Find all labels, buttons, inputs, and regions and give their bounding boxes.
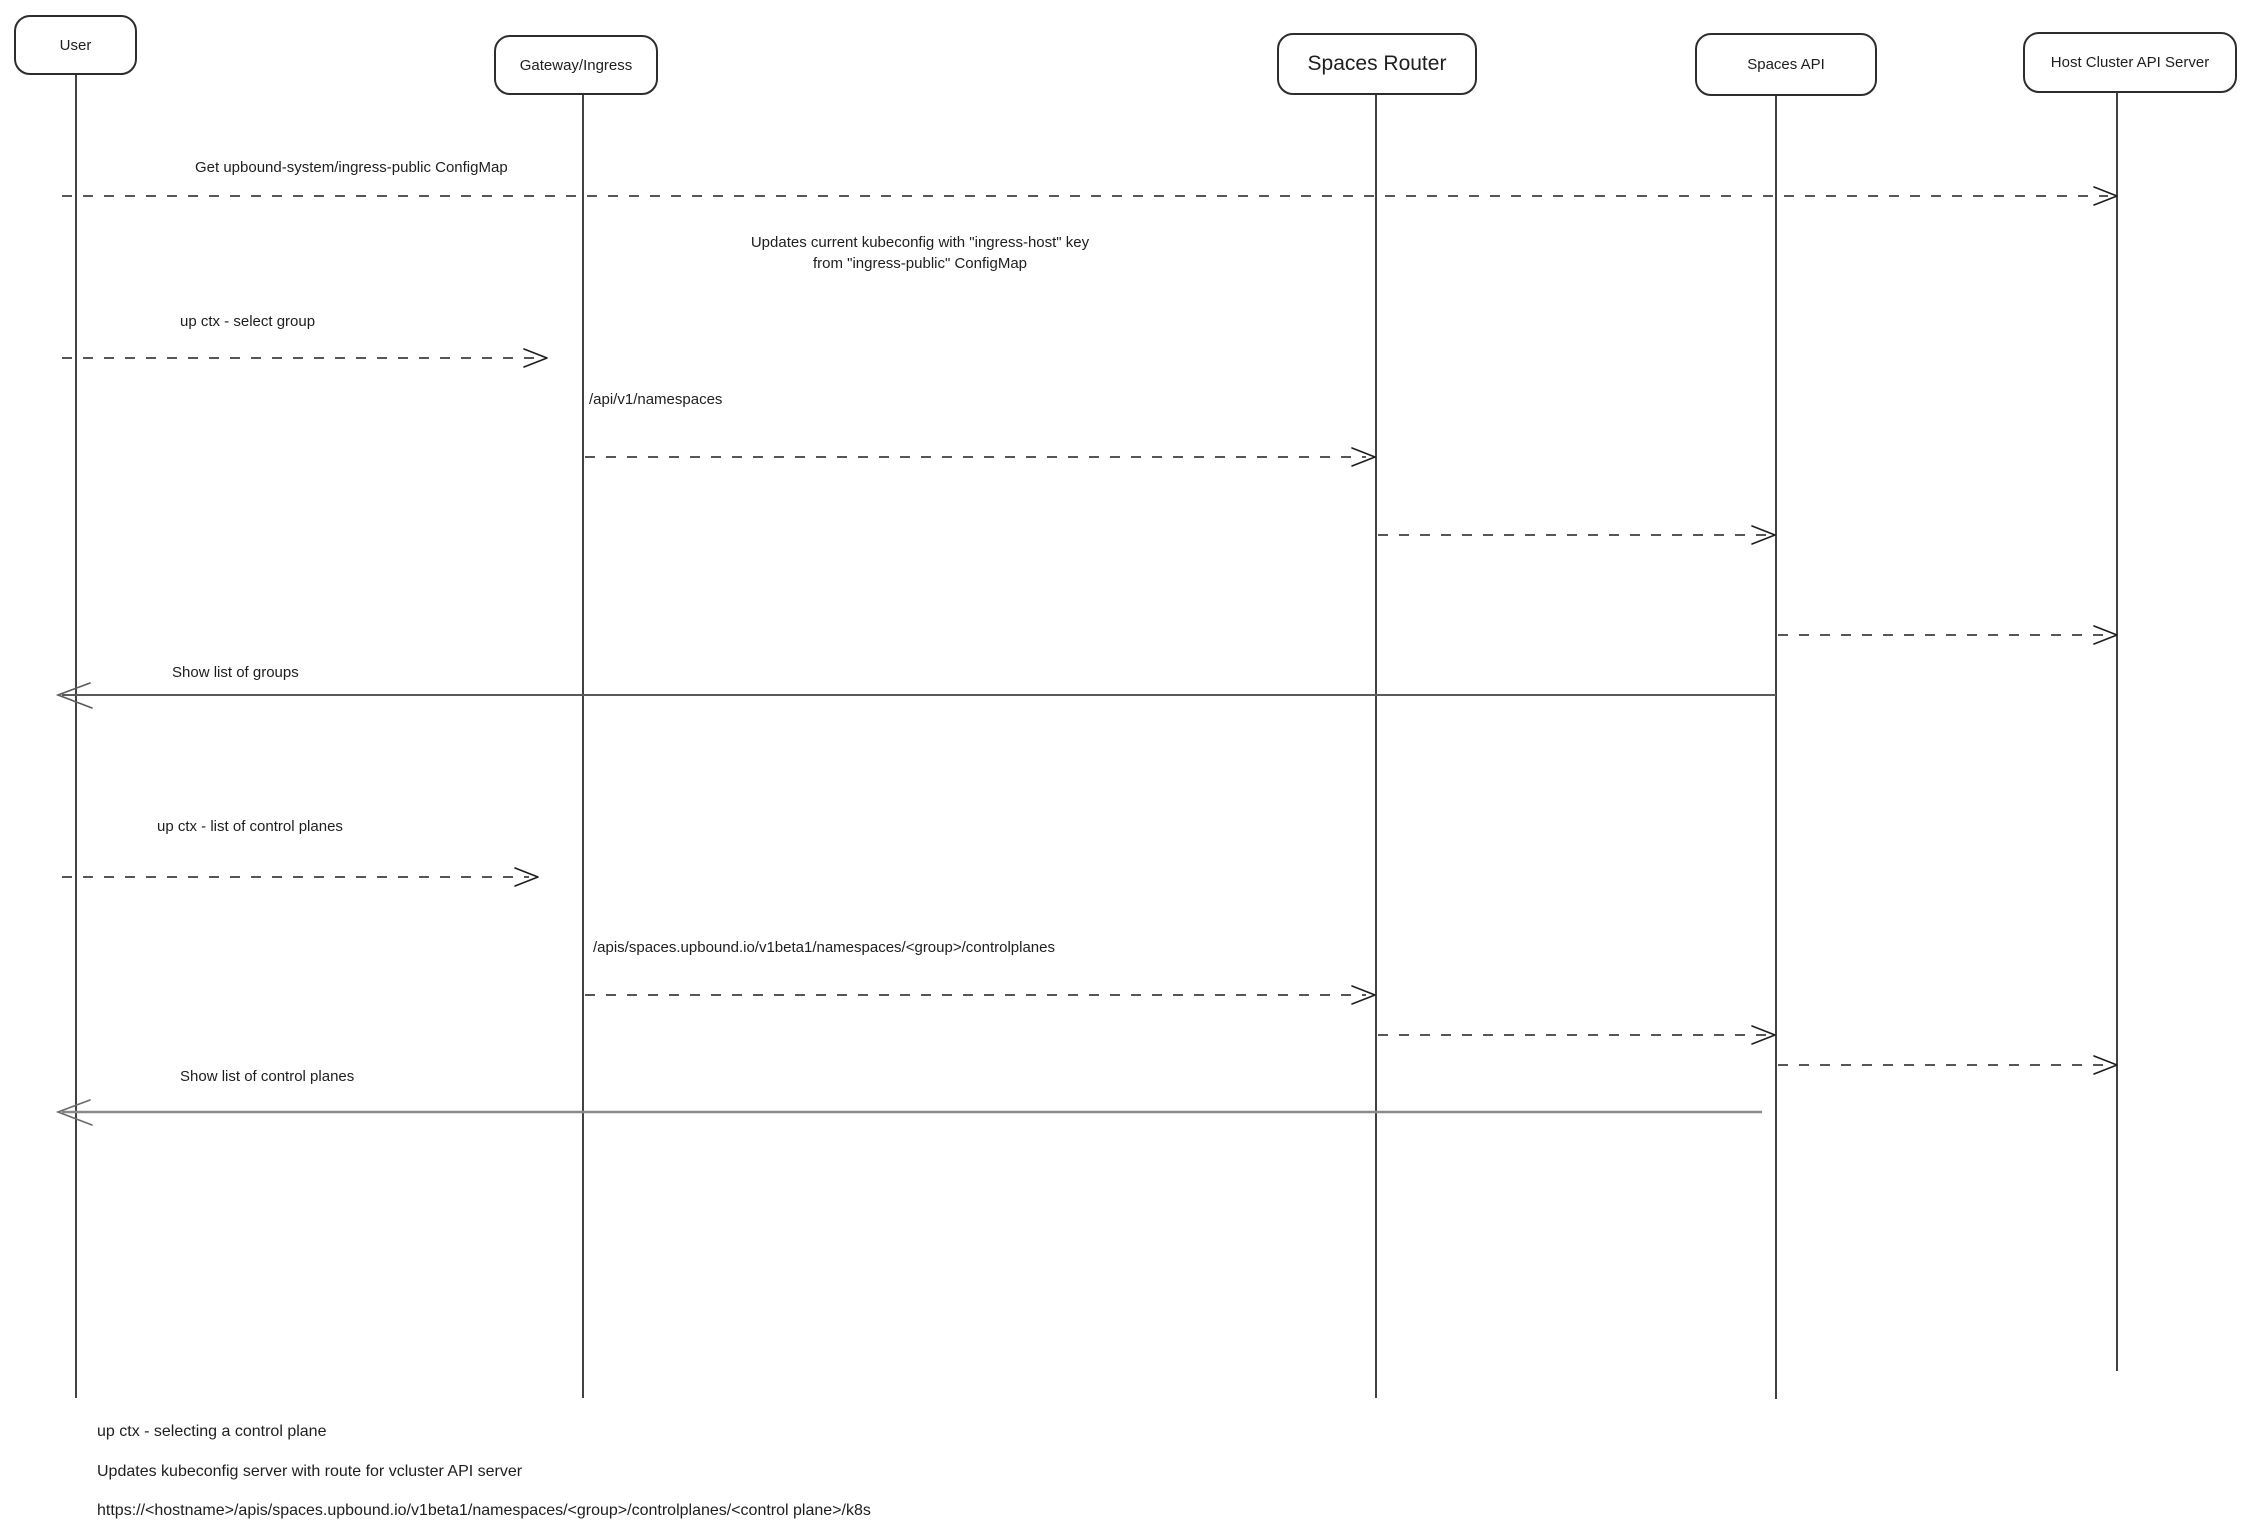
- actor-box-user: User: [14, 15, 137, 75]
- actor-box-spaces-router: Spaces Router: [1277, 33, 1477, 95]
- note-updates-kubeconfig: Updates kubeconfig server with route for…: [97, 1463, 523, 1480]
- message-label-api-namespaces: /api/v1/namespaces: [589, 391, 723, 408]
- arrowhead-api-to-host-2: [2093, 1055, 2118, 1075]
- message-label-get-configmap: Get upbound-system/ingress-public Config…: [195, 159, 508, 176]
- arrowhead-get-configmap: [2093, 186, 2118, 206]
- arrowhead-apis-controlplanes: [1351, 985, 1376, 1005]
- message-label-show-control-planes: Show list of control planes: [180, 1068, 355, 1085]
- message-label-update-kubeconfig-note: Updates current kubeconfig with "ingress…: [750, 234, 1090, 272]
- message-label-show-groups: Show list of groups: [172, 664, 299, 681]
- arrowhead-show-control-planes: [55, 1099, 93, 1126]
- message-label-select-group: up ctx - select group: [180, 313, 316, 330]
- arrowhead-api-namespaces: [1351, 447, 1376, 467]
- actor-label-spaces-router: Spaces Router: [1307, 52, 1447, 75]
- arrowhead-list-control-planes: [514, 867, 539, 887]
- arrowhead-show-groups: [55, 682, 93, 709]
- message-label-list-control-planes: up ctx - list of control planes: [157, 818, 343, 835]
- actor-label-gateway: Gateway/Ingress: [519, 56, 633, 74]
- arrowhead-select-group: [523, 348, 548, 368]
- actor-box-spaces-api: Spaces API: [1695, 33, 1877, 96]
- arrowhead-router-to-api-2: [1751, 1025, 1776, 1045]
- note-controlplane-url: https://<hostname>/apis/spaces.upbound.i…: [97, 1502, 871, 1519]
- actor-label-host-cluster: Host Cluster API Server: [2050, 54, 2210, 71]
- actor-box-host-cluster: Host Cluster API Server: [2023, 32, 2237, 93]
- arrowhead-router-to-api-1: [1751, 525, 1776, 545]
- arrowhead-api-to-host-1: [2093, 625, 2118, 645]
- actor-label-spaces-api: Spaces API: [1747, 56, 1825, 73]
- message-label-apis-controlplanes: /apis/spaces.upbound.io/v1beta1/namespac…: [593, 939, 1055, 956]
- actor-label-user: User: [59, 36, 92, 54]
- note-selecting-control-plane: up ctx - selecting a control plane: [97, 1423, 327, 1440]
- actor-box-gateway: Gateway/Ingress: [494, 35, 658, 95]
